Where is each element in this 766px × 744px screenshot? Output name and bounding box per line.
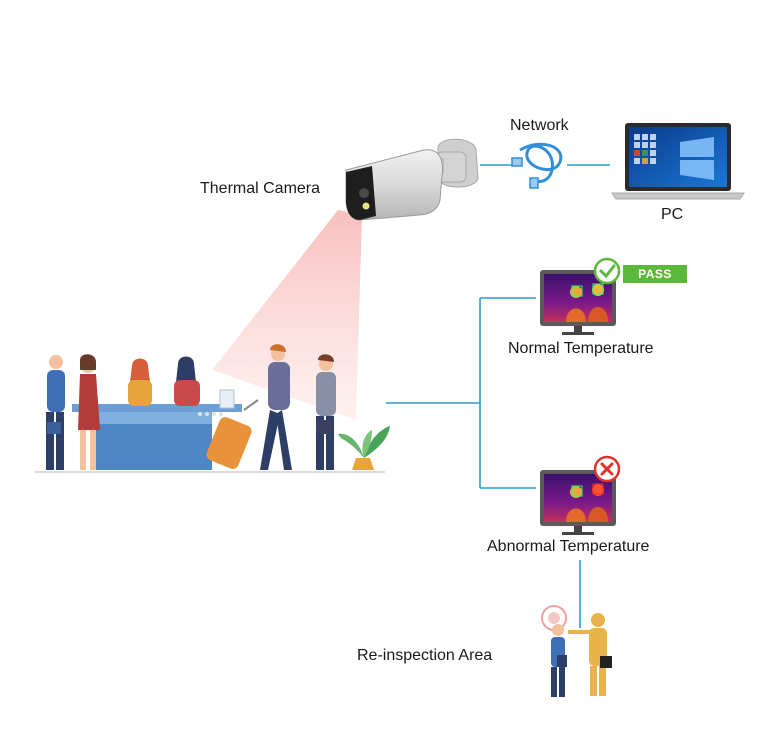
pass-badge: PASS bbox=[623, 265, 687, 283]
thermal-camera-label: Thermal Camera bbox=[200, 180, 321, 197]
thermal-camera-icon bbox=[345, 138, 479, 221]
normal-temperature-label: Normal Temperature bbox=[508, 340, 654, 357]
pc-label: PC bbox=[661, 206, 684, 223]
reinspection-figures bbox=[541, 605, 612, 697]
laptop-icon bbox=[611, 123, 745, 200]
reception-scene bbox=[35, 344, 390, 473]
check-icon bbox=[593, 257, 621, 285]
cross-icon bbox=[593, 455, 621, 483]
reinspection-area-label: Re-inspection Area bbox=[357, 647, 493, 664]
ethernet-cable-icon bbox=[511, 142, 563, 189]
network-label: Network bbox=[510, 117, 569, 134]
abnormal-temperature-label: Abnormal Temperature bbox=[487, 538, 650, 555]
monitor-abnormal bbox=[540, 470, 616, 535]
connector-lines bbox=[386, 164, 610, 628]
